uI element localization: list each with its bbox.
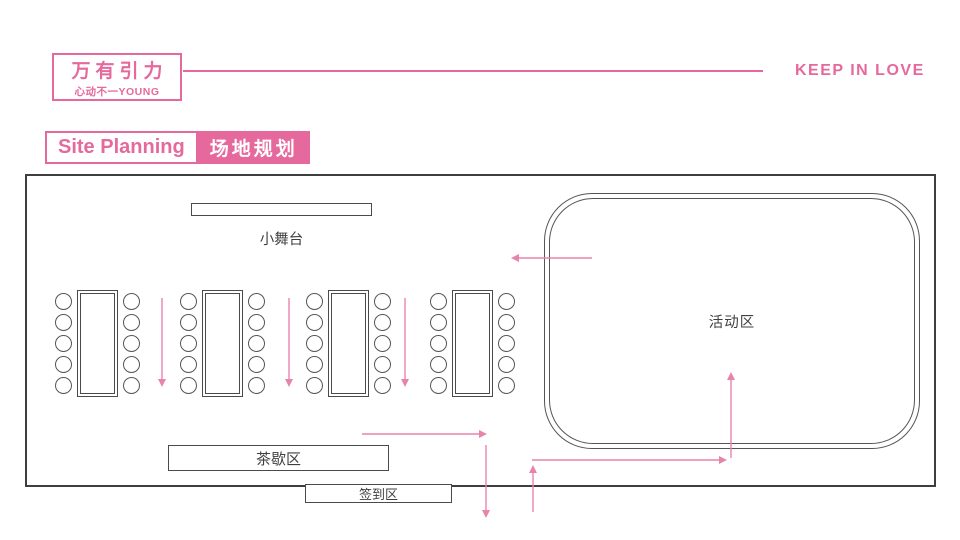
chair-circle xyxy=(55,356,72,373)
chair-column xyxy=(123,290,140,397)
chair-circle xyxy=(306,335,323,352)
chair-circle xyxy=(123,377,140,394)
stage-label: 小舞台 xyxy=(259,232,304,248)
logo-title: 万有引力 xyxy=(71,60,168,82)
chair-circle xyxy=(430,293,447,310)
chair-circle xyxy=(374,314,391,331)
chair-circle xyxy=(248,314,265,331)
tea-break-area: 茶歇区 xyxy=(168,445,389,471)
chair-circle xyxy=(374,356,391,373)
chair-circle xyxy=(306,356,323,373)
brand-logo: 万有引力 心动不一YOUNG xyxy=(52,53,182,101)
table-rect xyxy=(328,290,369,397)
chair-circle xyxy=(430,335,447,352)
chair-circle xyxy=(180,293,197,310)
chair-circle xyxy=(374,335,391,352)
chair-circle xyxy=(374,377,391,394)
sign-in-area: 签到区 xyxy=(305,484,452,503)
section-title-en: Site Planning xyxy=(45,131,198,164)
chair-circle xyxy=(55,335,72,352)
chair-circle xyxy=(180,314,197,331)
chair-column xyxy=(498,290,515,397)
chair-circle xyxy=(248,377,265,394)
chair-circle xyxy=(180,377,197,394)
chair-circle xyxy=(123,335,140,352)
banquet-table-group xyxy=(306,290,391,397)
chair-circle xyxy=(306,377,323,394)
chair-circle xyxy=(55,377,72,394)
chair-circle xyxy=(55,293,72,310)
banquet-table-group xyxy=(55,290,140,397)
chair-circle xyxy=(180,335,197,352)
activity-area-label: 活动区 xyxy=(708,314,756,331)
chair-circle xyxy=(306,293,323,310)
table-rect xyxy=(77,290,118,397)
chair-circle xyxy=(430,377,447,394)
chair-circle xyxy=(498,335,515,352)
brand-slogan: KEEP IN LOVE xyxy=(795,62,925,79)
chair-circle xyxy=(248,335,265,352)
chair-circle xyxy=(498,314,515,331)
banquet-table-group xyxy=(430,290,515,397)
chair-circle xyxy=(430,314,447,331)
activity-area-inner-border xyxy=(549,198,915,444)
chair-column xyxy=(374,290,391,397)
table-rect-inner-border xyxy=(205,293,240,394)
chair-circle xyxy=(248,356,265,373)
chair-circle xyxy=(498,356,515,373)
section-title-zh: 场地规划 xyxy=(197,131,310,164)
chair-circle xyxy=(123,293,140,310)
chair-column xyxy=(248,290,265,397)
chair-circle xyxy=(248,293,265,310)
chair-circle xyxy=(498,377,515,394)
stage-rect xyxy=(191,203,372,216)
chair-column xyxy=(306,290,323,397)
chair-circle xyxy=(180,356,197,373)
header-divider-line xyxy=(183,70,763,72)
chair-column xyxy=(55,290,72,397)
activity-area: 活动区 xyxy=(544,193,920,449)
chair-column xyxy=(180,290,197,397)
floor-plan: 小舞台 活动区 茶歇区 签到区 xyxy=(25,174,936,518)
chair-circle xyxy=(123,314,140,331)
chair-circle xyxy=(498,293,515,310)
chair-circle xyxy=(55,314,72,331)
chair-circle xyxy=(430,356,447,373)
table-rect xyxy=(202,290,243,397)
table-rect-inner-border xyxy=(331,293,366,394)
chair-circle xyxy=(306,314,323,331)
section-title: Site Planning 场地规划 xyxy=(45,131,310,164)
tea-break-label: 茶歇区 xyxy=(255,450,301,468)
table-rect xyxy=(452,290,493,397)
chair-circle xyxy=(123,356,140,373)
chair-column xyxy=(430,290,447,397)
banquet-table-group xyxy=(180,290,265,397)
table-rect-inner-border xyxy=(455,293,490,394)
sign-in-label: 签到区 xyxy=(358,487,398,502)
logo-subtitle: 心动不一YOUNG xyxy=(74,85,160,98)
chair-circle xyxy=(374,293,391,310)
table-rect-inner-border xyxy=(80,293,115,394)
